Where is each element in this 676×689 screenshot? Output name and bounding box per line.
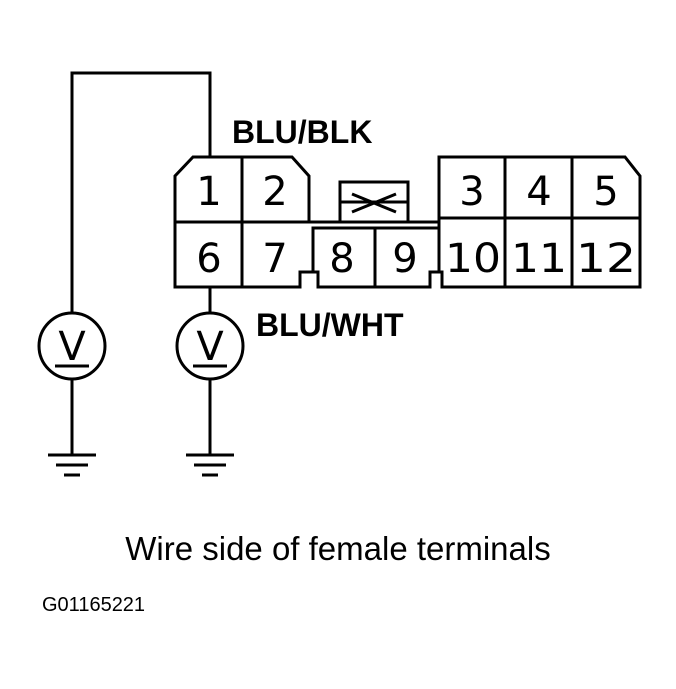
lock-latch-cross bbox=[351, 192, 397, 214]
connector-right-block bbox=[437, 155, 642, 289]
pin-label: 10 bbox=[445, 236, 501, 282]
figure-code: G01165221 bbox=[42, 594, 146, 616]
pin-label: 3 bbox=[459, 169, 484, 215]
pin-label: 5 bbox=[593, 169, 618, 215]
voltmeter-label: V bbox=[196, 324, 224, 370]
pin-label: 7 bbox=[262, 236, 287, 282]
pin-label: 4 bbox=[526, 169, 551, 215]
ground-icon bbox=[186, 453, 234, 477]
voltmeter-label: V bbox=[58, 324, 86, 370]
wire-blu-blk bbox=[70, 71, 212, 313]
ground-icon bbox=[48, 453, 96, 477]
pin-label: 8 bbox=[329, 236, 354, 282]
pin-label: 9 bbox=[392, 236, 417, 282]
pin-label: 11 bbox=[511, 236, 567, 282]
wire-label-blu-wht: BLU/WHT bbox=[256, 307, 404, 343]
pin-label: 1 bbox=[196, 169, 221, 215]
diagram-caption: Wire side of female terminals bbox=[125, 530, 551, 567]
pin-label: 2 bbox=[262, 169, 287, 215]
wire-label-blu-blk: BLU/BLK bbox=[232, 114, 372, 150]
pin-label: 12 bbox=[576, 236, 636, 282]
pin-label: 6 bbox=[196, 236, 221, 282]
